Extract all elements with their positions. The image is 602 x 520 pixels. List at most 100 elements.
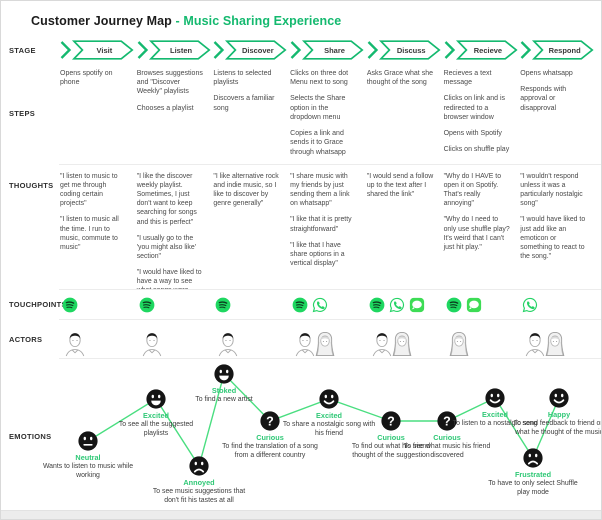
emotion-label: Neutral: [75, 453, 101, 462]
actors-cell-listen: [136, 320, 213, 358]
row-label-emotions: EMOTIONS: [9, 431, 52, 441]
emotion-description: To share a nostalgic song with his frien…: [282, 421, 376, 437]
question-face-icon: ?: [381, 411, 401, 431]
emotion-description: To see all the suggested playlists: [118, 421, 194, 437]
touchpoints-row: TOUCHPOINTS: [1, 290, 601, 319]
steps-item: Listens to selected playlists: [213, 70, 272, 87]
male-avatar-icon: [523, 330, 547, 358]
stage-arrow-respond: Respond: [519, 39, 596, 61]
thoughts-item: "Why do I HAVE to open it on Spotify. Th…: [443, 173, 502, 208]
smile-face-icon: [549, 388, 569, 408]
steps-item: Chooses a playlist: [136, 104, 194, 112]
spotify-icon: [292, 297, 308, 313]
thoughts-item: "I like that it is pretty straightforwar…: [290, 216, 352, 233]
steps-cell-listen: Browses suggestions and "Discover Weekly…: [136, 62, 213, 164]
touchpoints-cell-discuss: [366, 290, 443, 319]
thoughts-cell-listen: "I like the discover weekly playlist. So…: [136, 165, 213, 289]
question-face-icon: ?: [437, 411, 457, 431]
row-separator: [59, 319, 601, 320]
stage-label: Respond: [548, 45, 581, 55]
whatsapp-icon: [312, 297, 328, 313]
emotion-description: Wants to listen to music while working: [42, 463, 134, 479]
emotions-row: EMOTIONS: [1, 359, 601, 513]
emotion-description: To see what music his friend discovered: [403, 443, 491, 459]
thoughts-cell-discover: "I like alternative rock and indie music…: [212, 165, 289, 289]
steps-cell-visit: Opens spotify on phone: [59, 62, 136, 164]
spotify-icon: [62, 297, 78, 313]
actors-row: ACTORS: [1, 320, 601, 358]
spotify-icon: [446, 297, 462, 313]
whatsapp-icon: [389, 297, 405, 313]
touchpoints-cell-listen: [136, 290, 213, 319]
grin-face-icon: [146, 389, 166, 409]
male-avatar-icon: [140, 330, 164, 358]
steps-item: Responds with approval or disapproval: [520, 86, 567, 112]
thoughts-item: "I like the discover weekly playlist. So…: [136, 173, 197, 226]
thoughts-item: "Why do I need to only use shuffle play?…: [443, 216, 510, 251]
thoughts-item: "I wouldn't respond unless it was a part…: [520, 173, 583, 208]
emotion-label: Excited: [316, 411, 342, 420]
frown-face-icon: [523, 448, 543, 468]
emotion-description: To find a new artist: [195, 396, 253, 403]
stage-arrow-share: Share: [289, 39, 366, 61]
emotion-label: Annoyed: [183, 478, 215, 487]
stage-arrow-shape: [137, 40, 211, 60]
thoughts-item: "I usually go to the 'you might also lik…: [136, 234, 197, 260]
emotion-label: Curious: [433, 433, 461, 442]
thoughts-row: THOUGHTS "I listen to music to get me th…: [1, 165, 601, 289]
steps-item: Opens with Spotify: [443, 130, 502, 138]
thoughts-item: "I would have liked to just add like an …: [520, 216, 586, 260]
page-title-highlight: - Music Sharing Experience: [175, 14, 342, 28]
touchpoints-cell-respond: [519, 290, 596, 319]
steps-item: Copies a link and sends it to Grace thro…: [290, 130, 346, 156]
spotify-icon: [215, 297, 231, 313]
stage-label: Share: [324, 45, 345, 55]
steps-item: Opens whatsapp: [520, 70, 573, 77]
actors-cell-visit: [59, 320, 136, 358]
thoughts-cell-share: "I share music with my friends by just s…: [289, 165, 366, 289]
thoughts-item: "I listen to music to get me through cod…: [60, 173, 118, 208]
svg-text:?: ?: [266, 415, 274, 429]
actors-cell-recieve: [443, 320, 520, 358]
bottom-gray-bar: [1, 510, 601, 519]
female-avatar-icon: [543, 330, 567, 358]
steps-item: Clicks on link and is redirected to a br…: [443, 95, 506, 121]
page-title-prefix: Customer Journey Map: [31, 14, 176, 28]
page-title: Customer Journey Map - Music Sharing Exp…: [1, 1, 601, 28]
actors-cell-discuss: [366, 320, 443, 358]
thoughts-cell-recieve: "Why do I HAVE to open it on Spotify. Th…: [443, 165, 520, 289]
stage-label: Discuss: [396, 45, 426, 55]
female-avatar-icon: [390, 330, 414, 358]
imessage-icon: [466, 297, 482, 313]
steps-item: Recieves a text message: [443, 70, 492, 87]
neutral-face-icon: [78, 431, 98, 451]
stage-arrow-shape: [214, 40, 288, 60]
female-avatar-icon: [447, 330, 471, 358]
emotion-description: To see music suggestions that don't fit …: [152, 488, 246, 504]
actors-cells: [59, 320, 601, 358]
male-avatar-icon: [293, 330, 317, 358]
row-separator: [59, 164, 601, 165]
svg-text:?: ?: [443, 415, 451, 429]
emotion-description: To have to only select Shuffle play mode: [488, 480, 578, 496]
touchpoints-cells: [59, 290, 601, 319]
stage-arrow-shape: [520, 40, 594, 60]
stage-arrow-recieve: Recieve: [443, 39, 520, 61]
thoughts-cells: "I listen to music to get me through cod…: [59, 165, 601, 289]
